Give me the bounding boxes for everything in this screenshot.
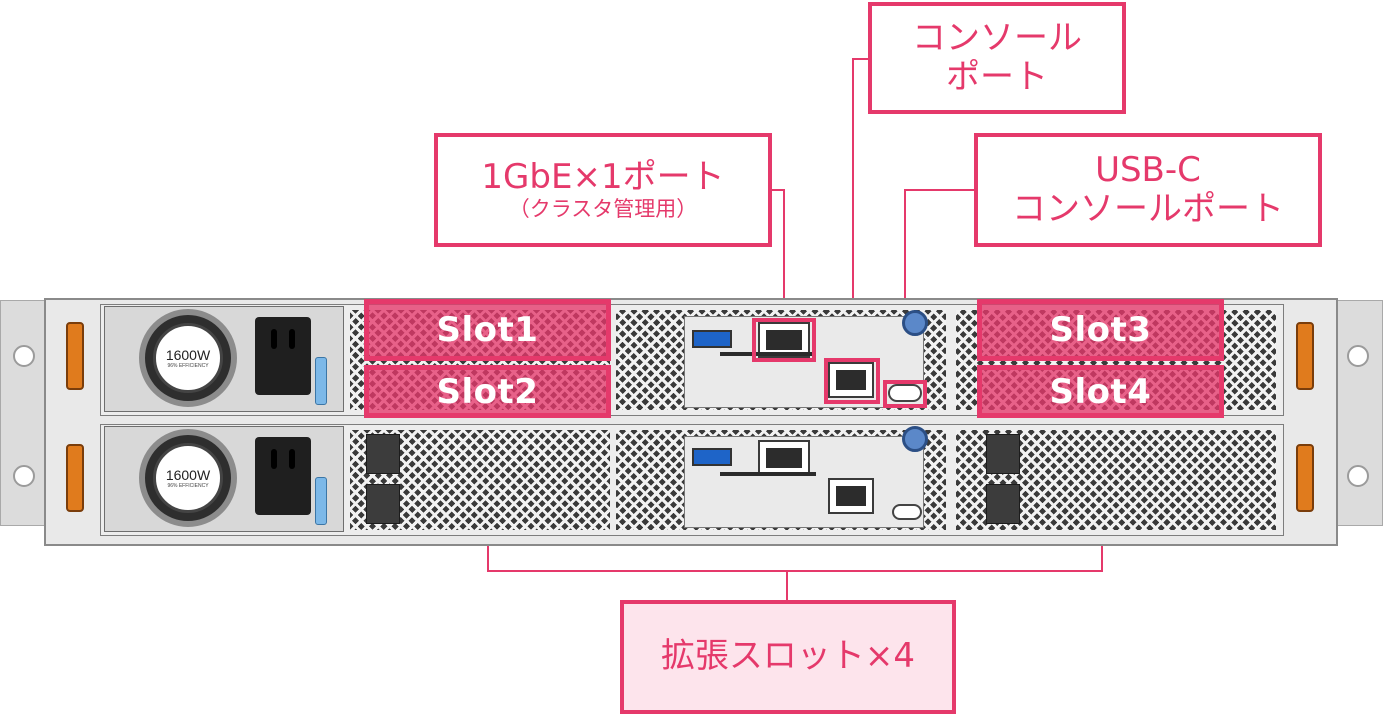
usb-c-port-icon[interactable] [888, 384, 922, 402]
node-handle-right-upper[interactable] [1296, 322, 1314, 390]
thumbscrew-icon[interactable] [902, 310, 928, 336]
slot-cover [986, 434, 1020, 474]
fan-hub: 1600W 96% EFFICIENCY [153, 323, 223, 393]
psu-upper: 1600W 96% EFFICIENCY [104, 306, 344, 412]
rj45-jack [836, 486, 866, 506]
console-port-line2: ポート [946, 57, 1048, 97]
expansion-line-v [786, 570, 788, 602]
expansion-line-h [487, 570, 1103, 572]
psu-latch[interactable] [315, 357, 327, 405]
usb-a-port-icon[interactable] [692, 330, 732, 348]
gbe-connector-line-v [783, 189, 785, 319]
usbc-console-callout: USB-C コンソールポート [974, 133, 1322, 247]
slot-cover [986, 484, 1020, 524]
psu-latch[interactable] [315, 477, 327, 525]
psu-lower: 1600W 96% EFFICIENCY [104, 426, 344, 532]
power-inlet-icon[interactable] [255, 317, 311, 395]
inlet-pin [289, 449, 295, 469]
node-handle-left-lower[interactable] [66, 444, 84, 512]
node-handle-left-upper[interactable] [66, 322, 84, 390]
gbe-port-label: 1GbE×1ポート [481, 157, 725, 198]
inlet-pin [289, 329, 295, 349]
gbe-port-highlight [752, 318, 816, 362]
usbc-line2: コンソールポート [1012, 189, 1284, 229]
status-bar [720, 472, 816, 476]
rack-hole [13, 345, 35, 367]
psu-wattage: 1600W [165, 467, 211, 483]
fan-hub: 1600W 96% EFFICIENCY [153, 443, 223, 513]
console-port-callout: コンソール ポート [868, 2, 1126, 114]
rack-hole [13, 465, 35, 487]
usbc-port-highlight [883, 380, 927, 408]
gbe-port-sublabel: （クラスタ管理用） [508, 197, 698, 222]
console-connector-line [852, 58, 870, 60]
psu-fan-icon: 1600W 96% EFFICIENCY [139, 309, 237, 407]
rack-hole [1347, 345, 1369, 367]
power-inlet-icon[interactable] [255, 437, 311, 515]
node-handle-right-lower[interactable] [1296, 444, 1314, 512]
console-rj45-port-icon[interactable] [828, 362, 874, 398]
rj45-jack [836, 370, 866, 390]
slot-cover [366, 434, 400, 474]
console-connector-line-v [852, 58, 854, 360]
rj45-jack [766, 330, 802, 350]
slot3-label: Slot3 [977, 299, 1224, 361]
slot4-label: Slot4 [977, 365, 1224, 418]
psu-efficiency: 96% EFFICIENCY [167, 363, 209, 369]
status-bar [720, 352, 816, 356]
usb-a-port-icon[interactable] [692, 448, 732, 466]
gbe-port-callout: 1GbE×1ポート （クラスタ管理用） [434, 133, 772, 247]
usbc-line1: USB-C [1095, 149, 1201, 190]
inlet-pin [271, 329, 277, 349]
expansion-slots-callout: 拡張スロット×4 [620, 600, 956, 714]
console-rj45-port-icon[interactable] [828, 478, 874, 514]
psu-wattage: 1600W [165, 347, 211, 363]
psu-efficiency: 96% EFFICIENCY [167, 483, 209, 489]
usb-c-port-icon[interactable] [892, 504, 922, 520]
slot2-label: Slot2 [364, 365, 611, 418]
expansion-label: 拡張スロット×4 [660, 636, 916, 677]
rack-ear-left [0, 300, 48, 526]
slot1-label: Slot1 [364, 299, 611, 361]
mgmt-rj45-port-icon[interactable] [758, 440, 810, 476]
usbc-connector-line [904, 189, 976, 191]
psu-fan-icon: 1600W 96% EFFICIENCY [139, 429, 237, 527]
console-port-line1: コンソール [912, 17, 1082, 58]
gbe-connector-line [771, 189, 785, 191]
slot-cover [366, 484, 400, 524]
rack-ear-right [1334, 300, 1383, 526]
rack-hole [1347, 465, 1369, 487]
usbc-connector-line-v [904, 189, 906, 382]
console-port-highlight [824, 358, 880, 404]
thumbscrew-icon[interactable] [902, 426, 928, 452]
rj45-jack [766, 448, 802, 468]
inlet-pin [271, 449, 277, 469]
